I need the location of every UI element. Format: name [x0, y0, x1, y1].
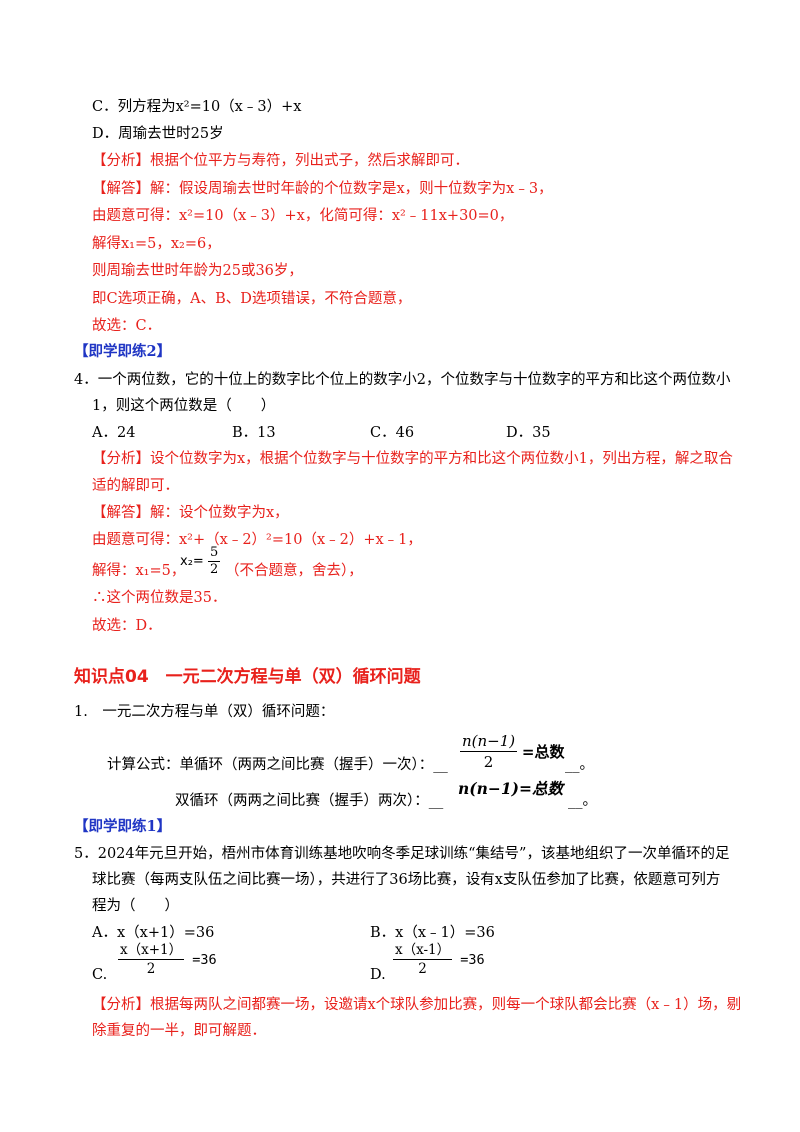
q3-solution-line-6: 故选：C．	[92, 318, 162, 334]
q5-option-d-formula: x（x-1） 2 =36	[393, 941, 485, 978]
q3-option-c: C．列方程为x²=10（x﹣3）+x	[92, 99, 302, 115]
q3-solution-line-2: 由题意可得：x²=10（x﹣3）+x，化简可得：x²﹣11x+30=0，	[92, 208, 514, 224]
q4-stem-line-1: 4．一个两位数，它的十位上的数字比个位上的数字小2，个位数字与十位数字的平方和比…	[74, 372, 731, 388]
k4-formula-single: n(n−1) 2 =总数	[460, 731, 565, 772]
q5-option-a: A．x（x+1）=36	[92, 925, 215, 941]
q5-option-c-formula: x（x+1） 2 =36	[118, 941, 217, 978]
q5-option-c-numerator: x（x+1）	[118, 942, 185, 960]
q4-analysis-line-2: 适的解即可．	[92, 478, 179, 494]
q4-x2-label: x₂=	[180, 554, 204, 569]
practice-1-label: 【即学即练1】	[74, 818, 172, 835]
k4-single-rhs: =总数	[521, 743, 565, 761]
k4-item-1: 1. 一元二次方程与单（双）循环问题：	[74, 704, 335, 720]
q4-solution-line-3: 解得：x₁=5，	[92, 562, 185, 580]
q5-option-c-denominator: 2	[146, 961, 156, 977]
k4-formula-double-expr: n(n−1)=总数	[458, 779, 563, 798]
q3-solution-line-3: 解得x₁=5，x₂=6，	[92, 236, 221, 252]
q4-solution-line-4: ∴这个两位数是35．	[92, 590, 227, 606]
k4-single-denominator: 2	[483, 753, 494, 771]
q4-solution-line-1: 【解答】解：设个位数字为x，	[92, 505, 289, 521]
q3-solution-line-5: 即C选项正确，A、B、D选项错误，不符合题意，	[92, 291, 412, 307]
q5-option-d-frac: x（x-1） 2	[393, 941, 453, 978]
q5-option-d-rhs: =36	[460, 951, 485, 968]
q5-option-b: B．x（x﹣1）=36	[370, 925, 495, 941]
q4-solution-reject-note: （不合题意，舍去），	[225, 563, 363, 579]
q4-analysis-line-1: 【分析】设个位数字为x，根据个位数字与十位数字的平方和比这个两位数小1，列出方程…	[92, 451, 733, 467]
q4-x2-numerator: 5	[207, 545, 221, 562]
q5-option-d-label: D.	[370, 967, 386, 983]
q3-option-d: D．周瑜去世时25岁	[92, 126, 224, 142]
q3-analysis: 【分析】根据个位平方与寿符，列出式子，然后求解即可．	[92, 153, 469, 169]
q5-option-d-denominator: 2	[418, 961, 427, 977]
q4-solution-roots: 解得：x₁=5，	[92, 563, 186, 579]
q5-stem-line-3: 程为（ ）	[92, 898, 179, 914]
q4-x2-fraction: x₂= 5 2	[180, 545, 221, 578]
k4-formula-single-end: __。	[565, 757, 594, 773]
k4-formula-double-end: __。	[568, 793, 597, 809]
q4-option-b: B．13	[232, 425, 276, 441]
q5-option-c-frac: x（x+1） 2	[118, 941, 185, 978]
q5-stem-line-1: 5．2024年元旦开始，梧州市体育训练基地吹响冬季足球训练“集结号”，该基地组织…	[74, 846, 730, 862]
q5-option-c-rhs: =36	[192, 951, 217, 968]
q4-option-d: D．35	[506, 425, 551, 441]
q5-option-c-label: C.	[92, 967, 108, 983]
section-title: 知识点04 一元二次方程与单（双）循环问题	[74, 667, 421, 687]
practice-2-label: 【即学即练2】	[74, 343, 172, 360]
q4-x2-frac: 5 2	[207, 545, 221, 578]
k4-single-numerator: n(n−1)	[460, 732, 518, 752]
k4-formula-single-label: 计算公式：单循环（两两之间比赛（握手）一次）：__	[107, 757, 448, 773]
q4-option-c: C．46	[370, 425, 415, 441]
q4-solution-line-2: 由题意可得：x²+（x﹣2）²=10（x﹣2）+x﹣1，	[92, 532, 422, 548]
q5-analysis-line-1: 【分析】根据每两队之间都赛一场，设邀请x个球队参加比赛，则每一个球队都会比赛（x…	[92, 997, 742, 1013]
q5-stem-line-2: 球比赛（每两支队伍之间比赛一场），共进行了36场比赛，设有x支队伍参加了比赛，依…	[92, 872, 721, 888]
q4-stem-line-2: 1，则这个两位数是（ ）	[92, 398, 276, 414]
q4-solution-line-5: 故选：D．	[92, 618, 162, 634]
q4-x2-denominator: 2	[209, 562, 219, 577]
q4-option-a: A．24	[92, 425, 136, 441]
q5-analysis-line-2: 除重复的一半，即可解题．	[92, 1023, 266, 1039]
q3-solution-line-1: 【解答】解：假设周瑜去世时年龄的个位数字是x，则十位数字为x﹣3，	[92, 181, 553, 197]
q3-solution-line-4: 则周瑜去世时年龄为25或36岁，	[92, 263, 303, 279]
k4-formula-double-label: 双循环（两两之间比赛（握手）两次）：__	[175, 793, 444, 809]
k4-single-frac: n(n−1) 2	[460, 731, 518, 772]
q5-option-d-numerator: x（x-1）	[393, 942, 453, 960]
